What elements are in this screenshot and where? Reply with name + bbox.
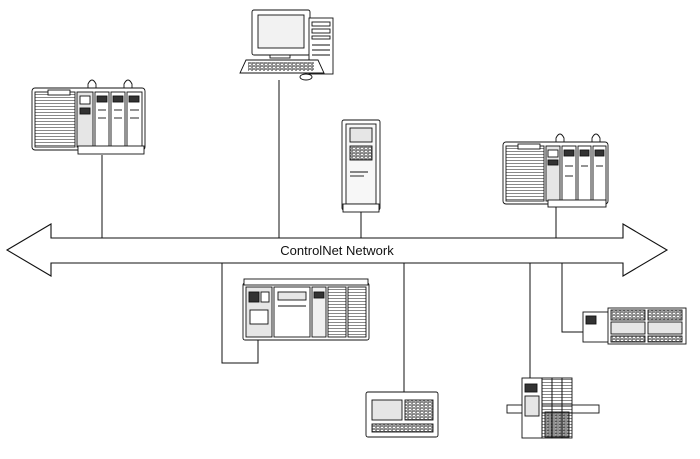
drop-lines [101, 80, 583, 392]
desktop-computer-icon [239, 9, 334, 81]
controllogix-chassis-right-icon [502, 133, 609, 208]
compactlogix-controller-icon [242, 278, 370, 341]
controlnet-network-arrow: ControlNet Network [5, 223, 669, 277]
controllogix-chassis-left-icon [31, 79, 146, 155]
din-rail-io-icon [506, 377, 600, 439]
operator-terminal-icon [365, 391, 439, 438]
drop-line-compactlogix [221, 263, 259, 364]
drop-line-flex-io [561, 263, 583, 333]
flex-io-module-icon [582, 307, 687, 345]
variable-frequency-drive-icon [341, 119, 381, 213]
network-label: ControlNet Network [280, 243, 394, 258]
